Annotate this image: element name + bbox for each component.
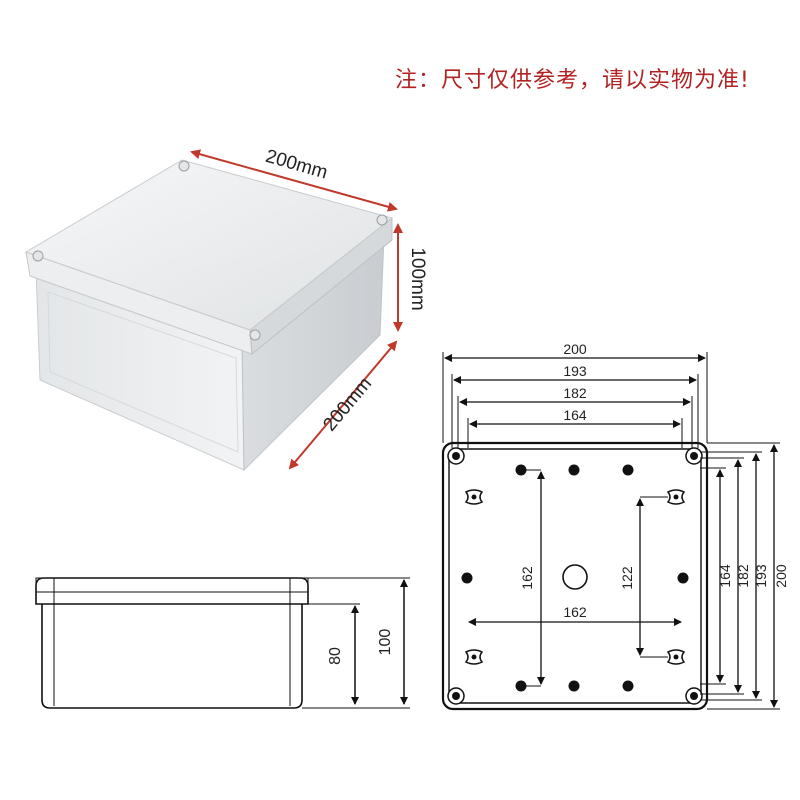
screw-icon (249, 329, 261, 341)
width-193-label: 193 (563, 363, 587, 379)
width-182-label: 182 (563, 385, 587, 401)
disclaimer-note: 注：尺寸仅供参考，请以实物为准! (395, 68, 750, 93)
width-200-label: 200 (563, 341, 587, 357)
depth-arrow (288, 340, 398, 470)
corner-screw-icon (685, 687, 703, 705)
screw-icon (32, 250, 44, 262)
height-label: 100mm (407, 247, 428, 310)
height-200-label: 200 (773, 564, 789, 588)
screw-icon (178, 160, 190, 172)
side-view-drawing (35, 577, 410, 709)
screw-icon (376, 214, 388, 226)
height-193-label: 193 (753, 564, 769, 588)
width-label: 200mm (263, 146, 330, 184)
inner-vertical-122-label: 122 (619, 566, 635, 590)
corner-screw-icon (447, 447, 465, 465)
corner-screw-icon (447, 687, 465, 705)
outer-height-label: 100 (377, 629, 394, 656)
width-164-label: 164 (563, 407, 587, 423)
top-view-drawing (441, 441, 709, 711)
width-arrow (190, 149, 398, 212)
inner-vertical-162-label: 162 (519, 566, 535, 590)
center-hole-icon (562, 564, 588, 590)
inner-horizontal-162-label: 162 (563, 604, 587, 620)
inner-height-label: 80 (327, 647, 344, 665)
corner-screw-icon (685, 447, 703, 465)
height-182-label: 182 (735, 564, 751, 588)
height-164-label: 164 (717, 564, 733, 588)
